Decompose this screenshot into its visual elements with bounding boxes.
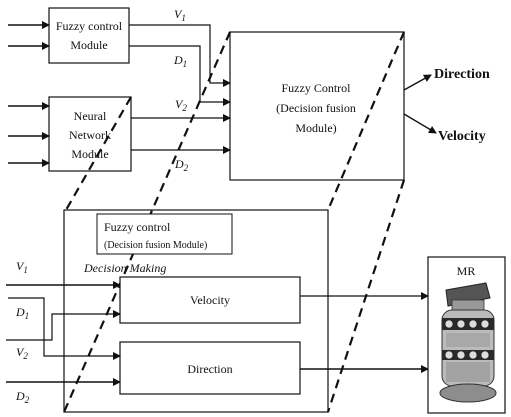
- fusion-top-label-2: (Decision fusion: [276, 101, 356, 115]
- fusion-top-label-3: Module): [295, 121, 336, 135]
- velocity-output-label: Velocity: [438, 129, 486, 144]
- fuzzy-control-module-label-1: Fuzzy control: [56, 19, 123, 33]
- v2-bottom-label: V2: [16, 345, 28, 361]
- direction-block-label: Direction: [187, 362, 232, 376]
- velocity-block-label: Velocity: [190, 293, 230, 307]
- direction-output-label: Direction: [434, 67, 490, 82]
- d1-bottom-label: D1: [15, 305, 29, 321]
- mr-label: MR: [457, 264, 476, 278]
- d1-top-label: D1: [173, 53, 187, 69]
- v2-top-label: V2: [175, 97, 187, 113]
- fuzzy-control-module-box: [49, 8, 129, 63]
- nn-module-label-3: Module: [71, 147, 108, 161]
- velocity-output-arrow: [404, 114, 436, 133]
- fuzzy-control-module-label-2: Module: [70, 38, 107, 52]
- d2-top-label: D2: [174, 157, 189, 173]
- fusion-top-label-1: Fuzzy Control: [282, 81, 352, 95]
- nn-module-label-1: Neural: [74, 109, 107, 123]
- expanded-title-2: (Decision fusion Module): [104, 240, 207, 251]
- direction-output-arrow: [404, 75, 431, 90]
- v1-bottom-label: V1: [16, 259, 28, 275]
- d2-bottom-label: D2: [15, 389, 30, 405]
- v1-top-label: V1: [174, 7, 186, 23]
- nn-module-label-2: Network: [69, 128, 111, 142]
- decision-making-label: Decision Making: [83, 261, 166, 275]
- expanded-title-1: Fuzzy control: [104, 220, 171, 234]
